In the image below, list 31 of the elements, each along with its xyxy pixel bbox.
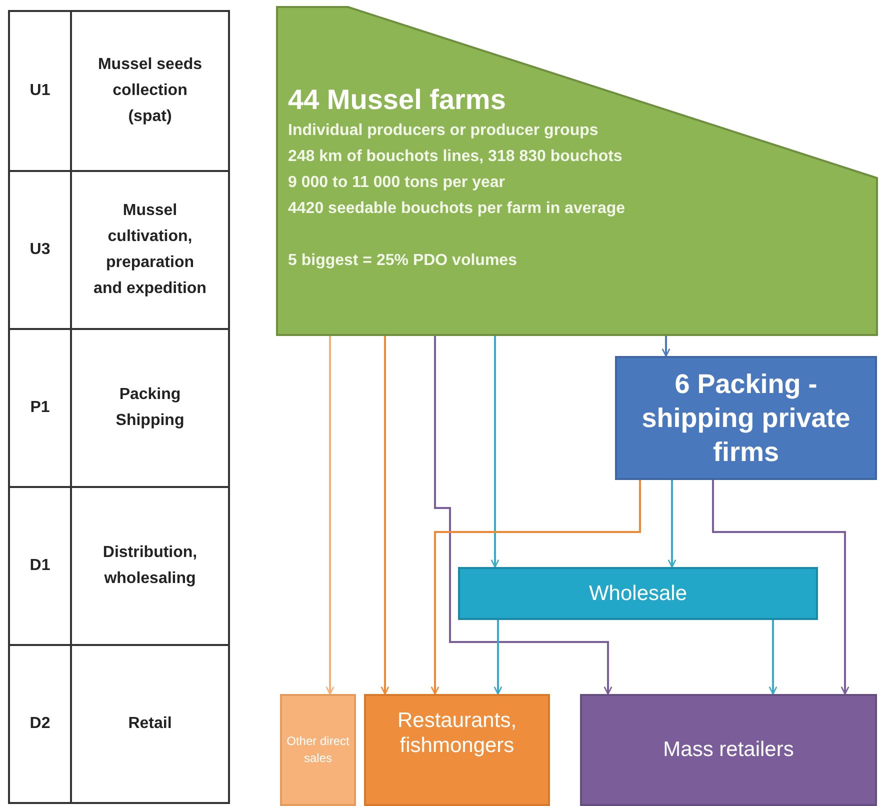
node-heading: 44 Mussel farms (288, 83, 507, 117)
table-cell-text: Retail (128, 714, 172, 734)
arrow (326, 336, 334, 695)
arrow (430, 480, 641, 695)
node-text: 9 000 to 11 000 tons per year (288, 173, 506, 193)
arrow (434, 336, 612, 695)
arrow (494, 620, 502, 695)
table-cell-text: Packing Shipping (114, 385, 186, 431)
arrow (768, 620, 778, 695)
table-cell-text: Mussel cultivation, preparation and expedition (92, 201, 208, 299)
arrow (662, 336, 670, 357)
table-cell-text: P1 (30, 398, 50, 418)
arrow (490, 336, 500, 568)
retail-box: Mass retailers (580, 694, 877, 806)
arrow (668, 480, 676, 568)
table-cell-text: U3 (30, 240, 50, 260)
table-cell-text: Distribution, wholesaling (102, 543, 198, 589)
node-text: 5 biggest = 25% PDO volumes (288, 251, 518, 271)
node-text: 248 km of bouchots lines, 318 830 bouchots (288, 147, 624, 167)
table-cell-text: D1 (30, 556, 50, 576)
table-cell-text: D2 (30, 714, 50, 734)
table-cell-text: Mussel seeds collection (spat) (96, 55, 204, 127)
process-box: 6 Packing - shipping private firms (615, 356, 877, 480)
arrow (712, 480, 850, 695)
node-text: 4420 seedable bouchots per farm in average (288, 199, 626, 219)
retail-box: Restaurants, fishmongers (364, 694, 550, 806)
node-text: Individual producers or producer groups (288, 121, 600, 141)
arrow (380, 336, 390, 695)
process-box: Wholesale (458, 567, 818, 620)
table-cell-text: U1 (30, 81, 50, 101)
retail-box: Other direct sales (280, 694, 356, 806)
